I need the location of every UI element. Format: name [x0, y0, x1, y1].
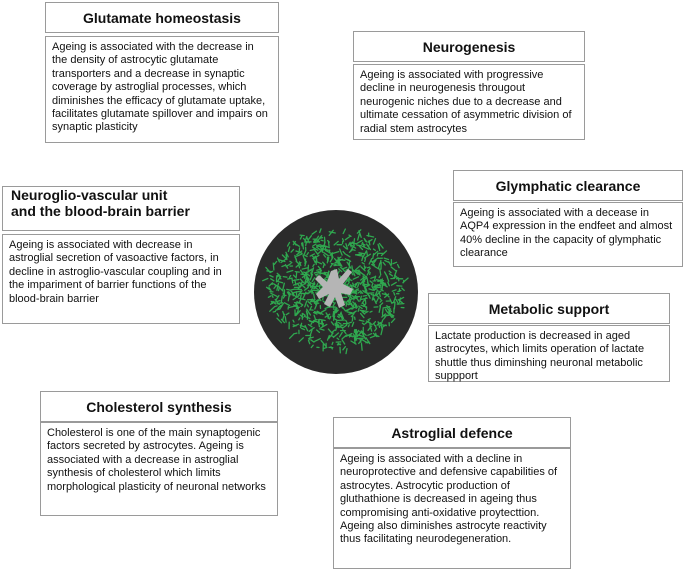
- panel-title: Glutamate homeostasis: [45, 2, 279, 33]
- panel-neuroglio-vascular-unit: Neuroglio-vascular unit and the blood-br…: [2, 186, 240, 324]
- panel-text: Ageing is associated with a decline in n…: [333, 448, 571, 569]
- panel-title: Cholesterol synthesis: [40, 391, 278, 422]
- panel-text: Ageing is associated with the decrease i…: [45, 36, 279, 143]
- panel-title: Astroglial defence: [333, 417, 571, 448]
- astrocyte-micrograph-icon: [253, 209, 419, 375]
- panel-title: Neuroglio-vascular unit and the blood-br…: [2, 186, 240, 231]
- panel-astroglial-defence: Astroglial defence Ageing is associated …: [333, 417, 571, 569]
- panel-title-line-2: and the blood-brain barrier: [11, 203, 190, 219]
- panel-neurogenesis: Neurogenesis Ageing is associated with p…: [353, 31, 585, 140]
- panel-glutamate-homeostasis: Glutamate homeostasis Ageing is associat…: [45, 2, 279, 143]
- panel-text: Lactate production is decreased in aged …: [428, 325, 670, 382]
- panel-text: Ageing is associated with a decease in A…: [453, 202, 683, 267]
- panel-title: Metabolic support: [428, 293, 670, 324]
- astrocyte-image: [254, 210, 418, 374]
- panel-text: Ageing is associated with decrease in as…: [2, 234, 240, 324]
- astrocyte-soma: [315, 269, 353, 308]
- panel-glymphatic-clearance: Glymphatic clearance Ageing is associate…: [453, 170, 683, 267]
- panel-title-line-1: Neuroglio-vascular unit: [11, 187, 168, 203]
- panel-metabolic-support: Metabolic support Lactate production is …: [428, 293, 670, 382]
- panel-text: Cholesterol is one of the main synaptoge…: [40, 422, 278, 516]
- panel-title: Neurogenesis: [353, 31, 585, 62]
- panel-title: Glymphatic clearance: [453, 170, 683, 201]
- panel-text: Ageing is associated with progressive de…: [353, 64, 585, 140]
- panel-cholesterol-synthesis: Cholesterol synthesis Cholesterol is one…: [40, 391, 278, 516]
